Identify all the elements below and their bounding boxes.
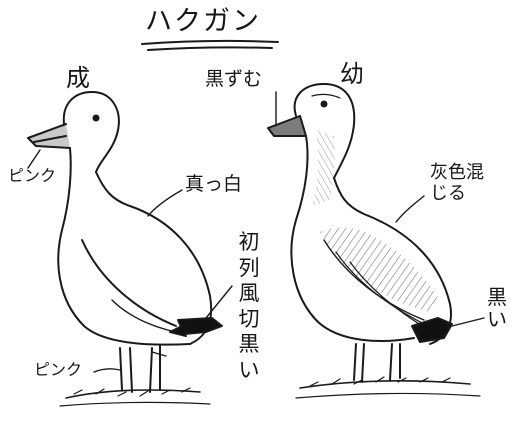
adult-goose (27, 91, 223, 407)
adult-body-note: 真っ白 (185, 173, 243, 195)
adult-bill-note: ピンク (8, 166, 57, 185)
juvenile-bill-note: 黒ずむ (205, 68, 263, 90)
juvenile-goose (267, 83, 481, 399)
adult-primaries-note: 初列風切黒い (238, 230, 260, 383)
page-title: ハクガン (145, 6, 261, 37)
juvenile-tail-note: 黒い (487, 285, 507, 331)
juvenile-heading: 幼 (340, 60, 364, 88)
adult-heading: 成 (66, 64, 90, 92)
juvenile-body-note: 灰色混じる (430, 162, 484, 204)
adult-legs-note: ピンク (34, 360, 83, 379)
